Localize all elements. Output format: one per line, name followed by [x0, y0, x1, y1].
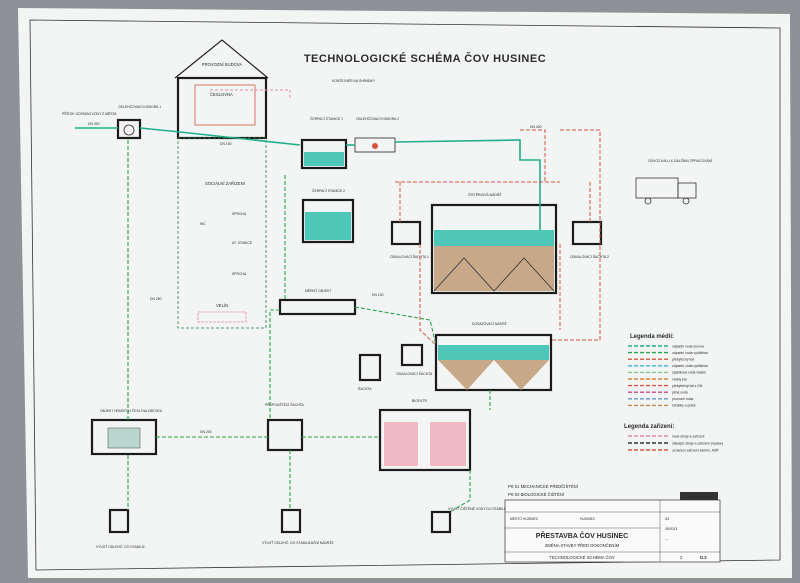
media-label-3: odpadní voda vyčištěná	[672, 364, 708, 368]
shaft-small: ŠACHTA	[358, 353, 382, 391]
equipment-label-1: stávající stroje a zařízení (repase)	[672, 441, 723, 445]
shaft-label: ŠACHTA	[358, 386, 372, 391]
media-label-8: provozní voda	[672, 397, 693, 401]
company-logo: KROČEK	[691, 494, 708, 499]
sheet-value: 2	[680, 555, 683, 560]
shower2-label: SPRCHA	[232, 272, 247, 276]
sludge-shaft-label: ODKALOVACÍ ŠACHTA	[396, 371, 433, 376]
pipe-label-2: DN 150	[220, 142, 232, 146]
sludge-left-label: ODKALOVACÍ ŠACHTA 1	[390, 254, 429, 259]
sludge-shaft-right: ODKALOVACÍ ŠACHTA 2	[570, 220, 609, 259]
inflow-label: PŘÍTOK ODPADNÍ VODY Z MĚSTA	[62, 111, 117, 116]
outflow-1: VÝUSŤ ODLEHČ. DO STABILIZ.	[96, 508, 146, 549]
relief-chamber-1: ODLEHČOVACÍ KOMORA 1 PŘÍTOK ODPADNÍ VODY…	[62, 104, 161, 140]
legend-media-title: Legenda médií:	[630, 334, 674, 340]
pump1-label: ČERPACÍ STANICE 1	[310, 116, 343, 121]
outflow1-label: VÝUSŤ ODLEHČ. DO STABILIZ.	[96, 544, 146, 549]
project-subtitle: ZMĚNA STAVBY PŘED DOKONČENÍM	[545, 543, 620, 548]
paper-sheet	[18, 8, 792, 578]
section-ps01: PS 01 MECHANICKÉ PŘEDČIŠTĚNÍ	[508, 484, 579, 489]
wc-label: WC	[200, 222, 206, 226]
pipe-label-4: DN 100	[372, 293, 384, 297]
pipe-label-1: DN 300	[88, 122, 100, 126]
coarse-label: OBJEKT HRUBÝCH ČESLÍ NA OBTOKU	[100, 408, 163, 413]
settling-tank: DOSAZOVACÍ NÁDRŽ	[434, 321, 553, 392]
activation-label: ČISTÍRNOVÁ NÁDRŽ	[468, 192, 501, 197]
media-label-1: odpadní voda vyčištěná	[672, 351, 708, 355]
pump2-label: ČERPACÍ STANICE 2	[312, 188, 345, 193]
sludge-right-label: ODKALOVACÍ ŠACHTA 2	[570, 254, 609, 259]
scale-value: ---	[665, 537, 668, 541]
sludge-shaft-mid: ODKALOVACÍ ŠACHTA	[396, 343, 433, 376]
truck-label: ODVOZ KALU K DALŠÍMU ZPRACOVÁNÍ	[648, 158, 712, 163]
pump-station-1: ČERPACÍ STANICE 1	[300, 116, 348, 170]
media-label-5: vratný kal	[672, 377, 687, 381]
sludge-shaft-left: ODKALOVACÍ ŠACHTA 1	[390, 220, 429, 259]
pipe-label-3: DN 250	[150, 297, 162, 301]
date-value: 05/2013	[665, 527, 677, 531]
outflow-2: VÝUSŤ ODLEHČ. DO STABILIZAČNÍ NÁDRŽE	[262, 508, 334, 545]
title-block: KROČEK MĚSTO HUSINEC HUSINEC PŘESTAVBA Č…	[504, 492, 721, 563]
format-value: A3	[665, 517, 669, 521]
overflow-shaft: PŘEPOUŠTĚCÍ ŠACHTA	[265, 402, 304, 452]
drawing-frame	[29, 19, 781, 571]
outflow3-label: VÝUSŤ ČIŠTĚNÉ VODY DO STABILIZAČNÍ NÁDRŽ…	[448, 506, 531, 511]
pipe-label-5: DN 200	[200, 430, 212, 434]
equipment-label-2: označení zařízení elektro, ASŘ	[672, 447, 719, 452]
pipe-label-6: DN 400	[530, 125, 542, 129]
city-value: HUSINEC	[580, 517, 596, 521]
section-ps02: PS 02 BIOLOGICKÉ ČIŠTĚNÍ	[508, 492, 565, 497]
control-room-label: VELÍN	[216, 303, 228, 308]
media-label-9: shrabky a písek	[672, 404, 696, 408]
social-label: SOCIÁLNÍ ZAŘÍZENÍ	[205, 181, 246, 186]
outflow-3: VÝUSŤ ČIŠTĚNÉ VODY DO STABILIZAČNÍ NÁDRŽ…	[430, 506, 531, 534]
shower-label: SPRCHA	[232, 212, 247, 216]
settling-label: DOSAZOVACÍ NÁDRŽ	[472, 321, 507, 326]
biofilter: BIOFILTR	[378, 399, 472, 472]
measure-label: MĚRNÝ OBJEKT	[305, 288, 331, 293]
project-name: PŘESTAVBA ČOV HUSINEC	[536, 531, 628, 540]
media-label-7: pitná voda	[672, 391, 688, 395]
at-station-label: AT. STANICE	[232, 241, 253, 245]
activation-tank: ČISTÍRNOVÁ NÁDRŽ	[430, 192, 558, 295]
investor-value: MĚSTO HUSINEC	[510, 516, 539, 521]
legend-equipment: Legenda zařízení: nové stroje a zařízení…	[624, 424, 723, 452]
relief2-label: ODLEHČOVACÍ KOMORA 2	[356, 116, 399, 121]
media-label-4: splašková voda vlastní	[672, 371, 706, 375]
pump-station-2: ČERPACÍ STANICE 2	[301, 188, 355, 244]
media-label-0: odpadní voda surová	[672, 344, 704, 348]
relief1-label: ODLEHČOVACÍ KOMORA 1	[118, 104, 161, 109]
media-label-6: přebytečný kal z DN	[672, 384, 703, 388]
media-label-2: přebytečný kal	[672, 358, 694, 362]
equipment-label-0: nové stroje a zařízení	[672, 434, 704, 438]
outflow2-label: VÝUSŤ ODLEHČ. DO STABILIZAČNÍ NÁDRŽE	[262, 540, 334, 545]
screen-room-label: ČESLOVNA	[210, 92, 233, 97]
building-label: PROVOZNÍ BUDOVA	[202, 62, 243, 67]
pipe-network	[75, 89, 601, 513]
sludge-truck-icon: ODVOZ KALU K DALŠÍMU ZPRACOVÁNÍ	[635, 158, 712, 205]
legend-equipment-title: Legenda zařízení:	[624, 424, 674, 430]
drawing-name: TECHNOLOGICKÉ SCHÉMA ČOV	[549, 555, 615, 560]
diagram-title: TECHNOLOGICKÉ SCHÉMA ČOV HUSINEC	[304, 52, 546, 65]
biofilter-label: BIOFILTR	[412, 399, 428, 403]
container-label: KONTEJNER NA SHRABKY	[332, 79, 376, 83]
overflow-label: PŘEPOUŠTĚCÍ ŠACHTA	[265, 402, 304, 407]
legend-media: Legenda médií: odpadní voda surová odpadn…	[628, 334, 708, 408]
drawing-number: D.2	[700, 555, 707, 560]
operations-building: PROVOZNÍ BUDOVA ČESLOVNA SOCIÁLNÍ ZAŘÍZE…	[174, 39, 269, 329]
